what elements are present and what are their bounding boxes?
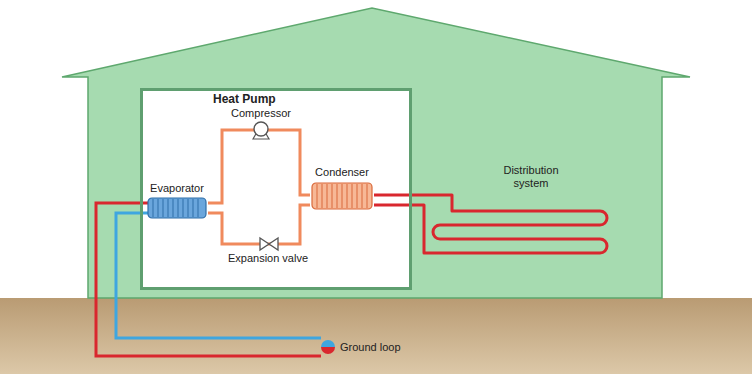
refrigerant-pipe [300, 205, 310, 236]
distribution-pipe [374, 195, 607, 253]
house [62, 8, 690, 298]
component-label: Condenser [310, 166, 374, 179]
refrigerant-pipe [208, 213, 222, 236]
component-label: Compressor [224, 107, 298, 120]
cond-symbol [310, 179, 374, 213]
component: Evaporator [146, 182, 208, 221]
evap-symbol [146, 195, 208, 221]
component: Compressor [224, 107, 298, 140]
refrigerant-pipe [208, 130, 224, 203]
component: Expansion valve [208, 236, 328, 265]
ground-loop-dot [321, 340, 335, 347]
refrigerant-pipe [298, 130, 310, 195]
component-label: Evaporator [146, 182, 208, 195]
heat-pump-fill [140, 88, 412, 290]
system-label: Distribution system [498, 164, 564, 190]
component-label: Expansion valve [208, 252, 328, 265]
heat-pump-box: Heat PumpCompressorEvaporator CondenserEx… [140, 88, 412, 290]
ground [0, 298, 752, 374]
ground-loop-dot [321, 347, 335, 354]
ground-loop-supply [96, 203, 321, 356]
valve-symbol [208, 236, 328, 252]
comp-symbol [224, 120, 298, 140]
box-title: Heat Pump [213, 92, 276, 106]
loop-label: Ground loop [340, 341, 430, 354]
component: Condenser [310, 166, 374, 213]
ground-loop-return [116, 213, 321, 338]
